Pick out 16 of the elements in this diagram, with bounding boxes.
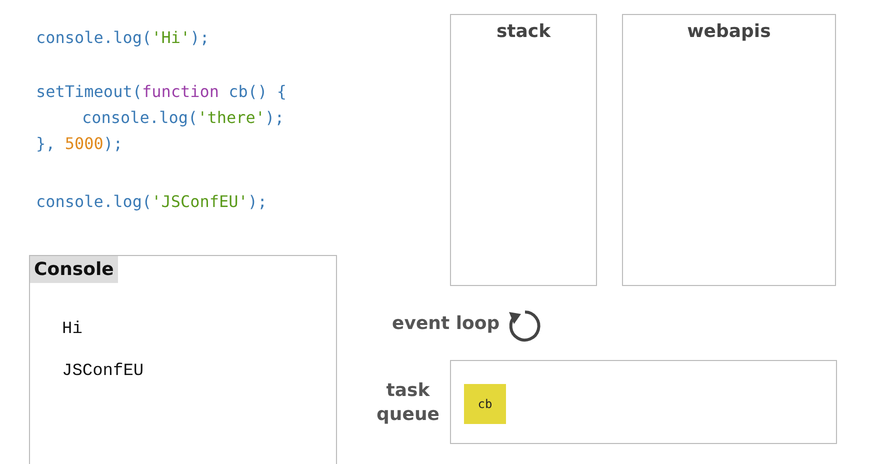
panel-title: webapis (686, 21, 772, 42)
callback-box: cb (464, 384, 506, 424)
code-line: console.log('JSConfEU'); (36, 192, 268, 211)
panel (622, 14, 836, 286)
console-panel (29, 255, 337, 464)
code-line: setTimeout(function cb() { (36, 82, 286, 101)
code-line: console.log('there'); (82, 108, 284, 127)
console-output: JSConfEU (62, 362, 144, 381)
panel-title: stack (495, 21, 552, 42)
panel (450, 14, 597, 286)
event-loop-label: event loop (392, 313, 500, 334)
console-title: Console (30, 256, 118, 283)
queue-title: task queue (376, 379, 440, 427)
code-line: }, 5000); (36, 134, 123, 153)
console-output: Hi (62, 320, 82, 339)
code-line: console.log('Hi'); (36, 28, 210, 47)
